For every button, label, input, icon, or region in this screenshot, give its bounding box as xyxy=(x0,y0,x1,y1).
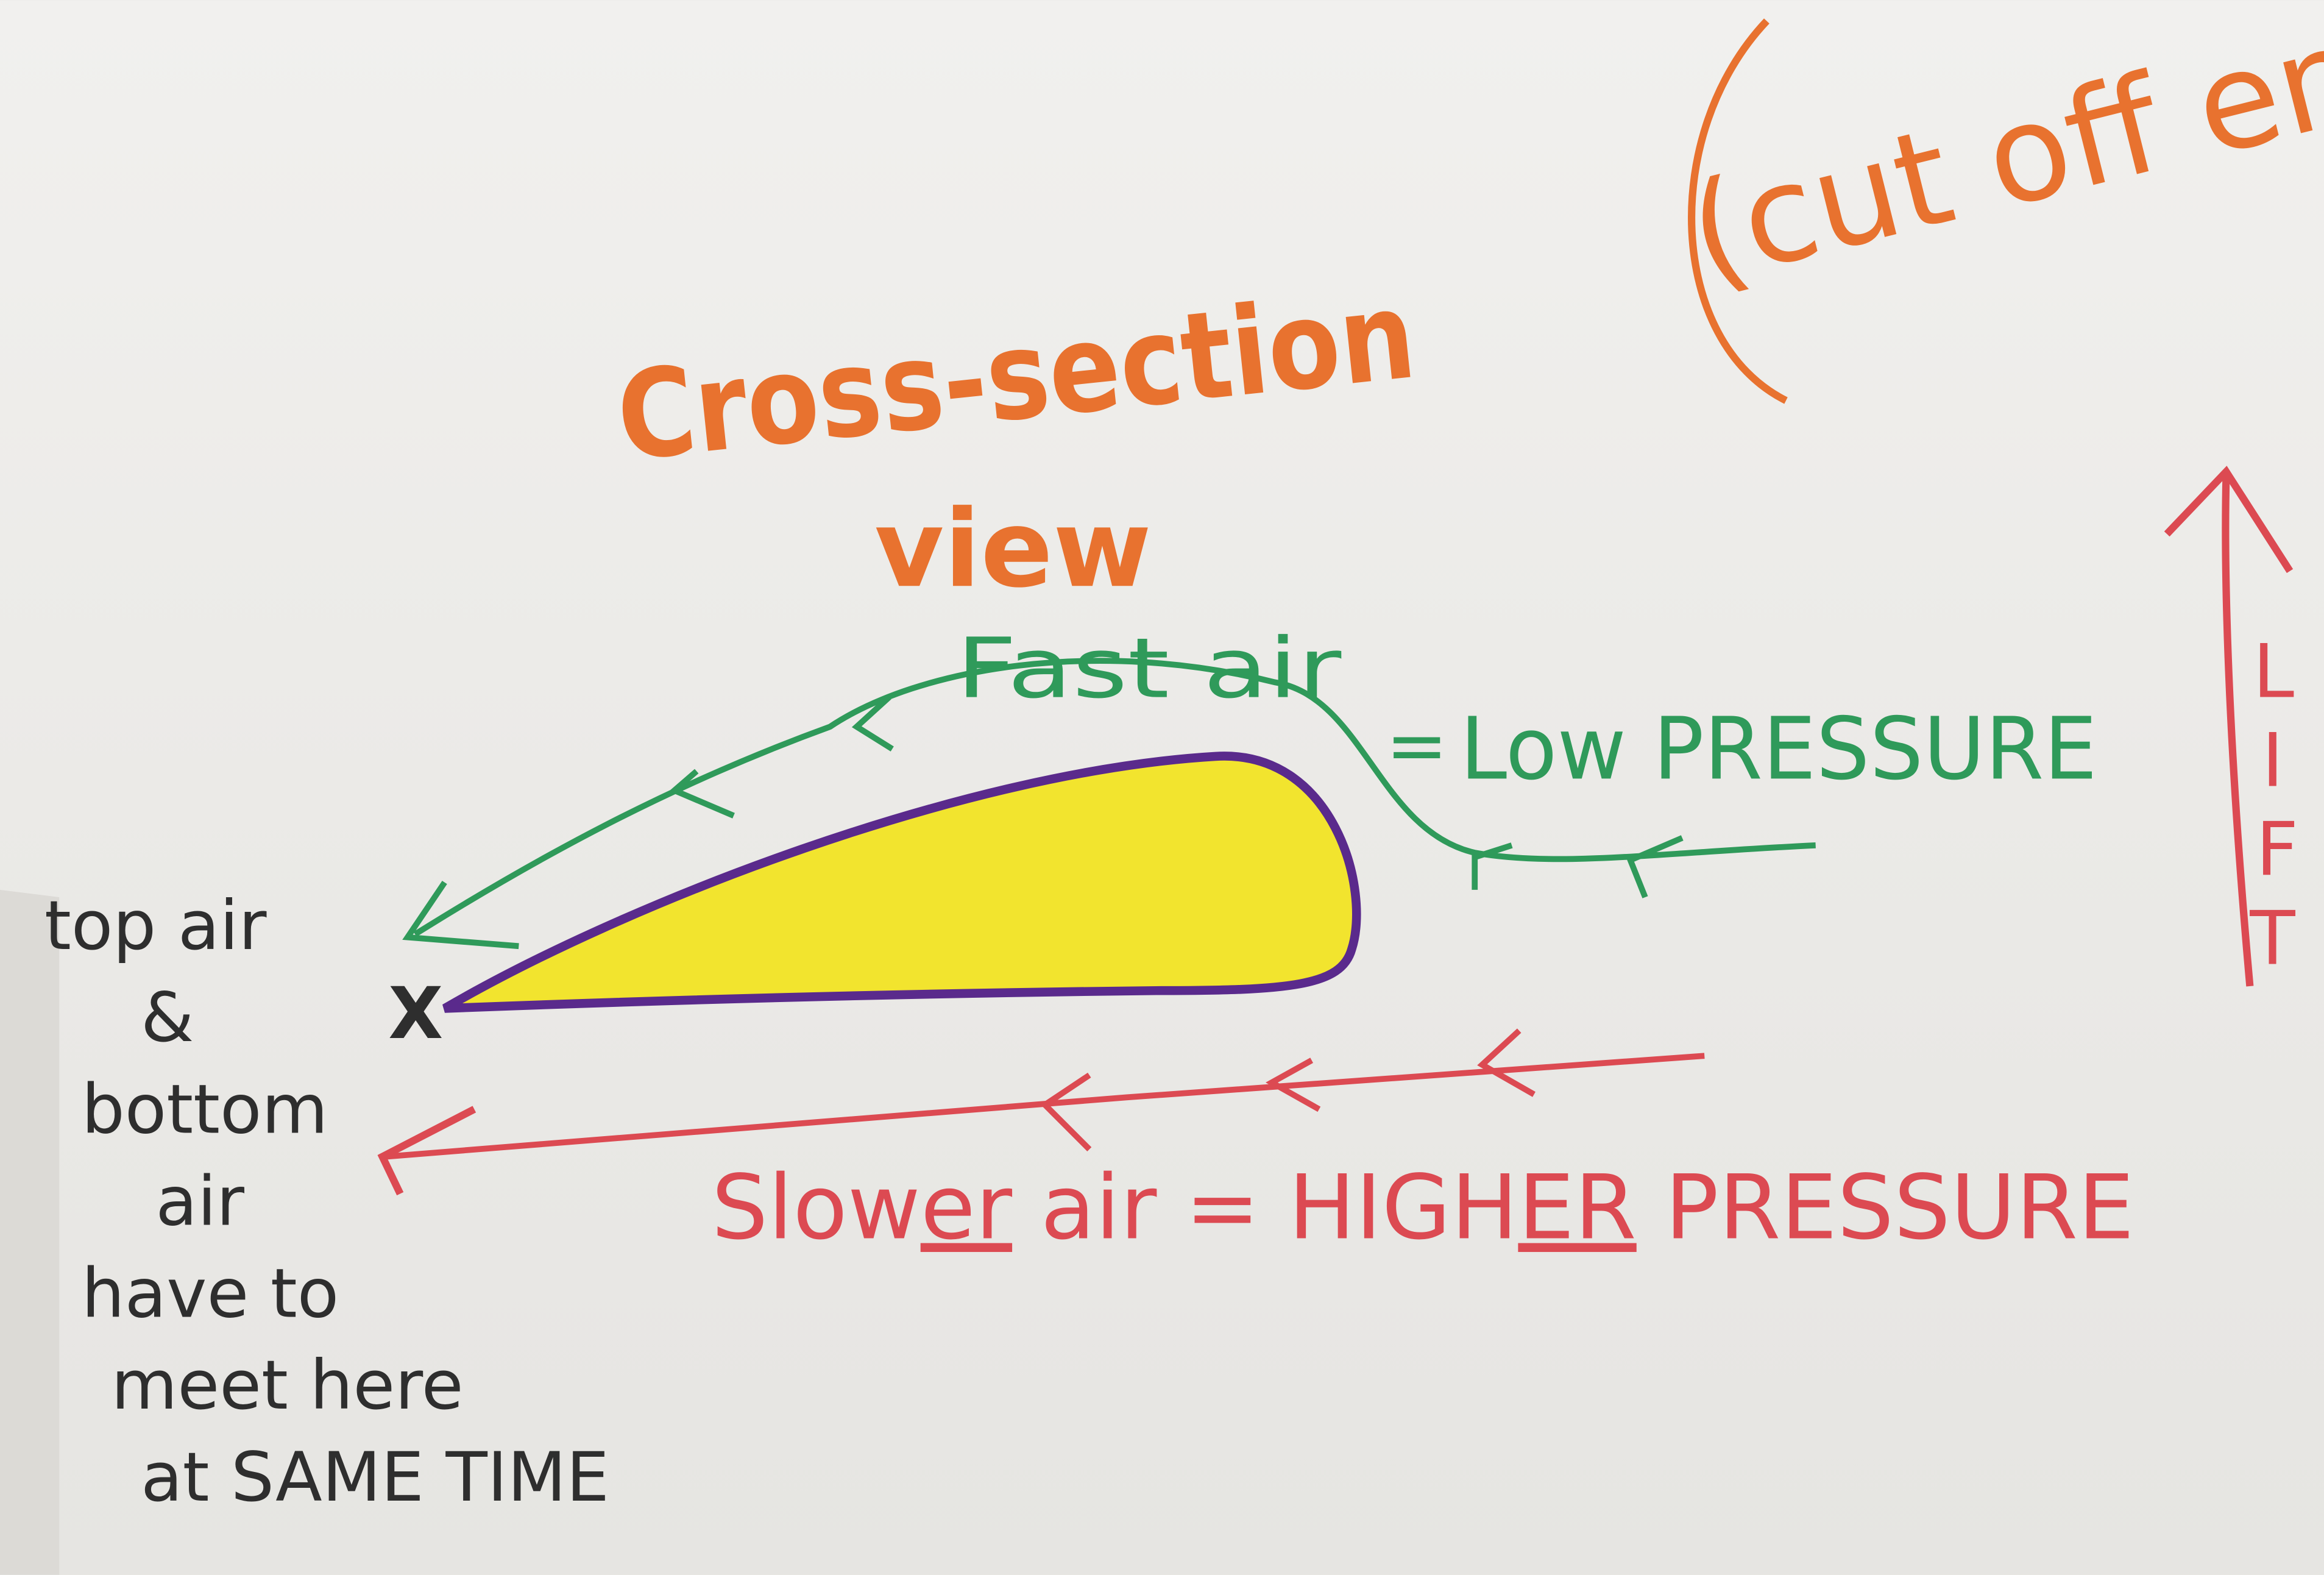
note-line-5: have to xyxy=(82,1254,339,1333)
lift-letter-f: F xyxy=(2256,806,2298,893)
low-pressure-label: Low PRESSURE xyxy=(1460,699,2097,799)
note-line-6: meet here xyxy=(111,1346,463,1425)
top-flow-tick-marks xyxy=(668,695,1684,898)
lift-letter-l: L xyxy=(2253,628,2294,715)
lift-label: L I F T xyxy=(2249,628,2298,982)
title-line-2: view xyxy=(874,487,1152,611)
fast-air-label: Fast air xyxy=(956,621,1341,717)
pressure-word: PRESSURE xyxy=(1665,1156,2134,1259)
higher-word-underlined: ER xyxy=(1518,1156,1636,1259)
slower-air-label: Slower air = HIGHER PRESSURE xyxy=(712,1156,2134,1259)
higher-word-main: HIGH xyxy=(1288,1156,1518,1259)
lift-arrow xyxy=(2164,466,2294,987)
meet-point-mark: X xyxy=(388,972,443,1055)
equals-sign-bottom: = xyxy=(1185,1156,1260,1259)
bottom-flow-tick-marks xyxy=(1040,1028,1536,1151)
bottom-airflow-arrow xyxy=(385,1053,1705,1160)
airfoil-wing xyxy=(442,752,1361,1013)
slower-word-main: Slow xyxy=(712,1156,921,1259)
paper-crease xyxy=(0,889,60,1575)
slower-word-underlined: er xyxy=(921,1156,1012,1259)
equals-sign-top: = xyxy=(1386,702,1448,789)
top-airflow-arrow xyxy=(413,658,1816,937)
note-line-3: bottom xyxy=(82,1070,328,1150)
note-line-1: top air xyxy=(44,886,267,965)
bottom-arrowhead xyxy=(377,1106,476,1196)
note-line-4: air xyxy=(155,1162,244,1242)
meeting-note: top air & bottom air have to meet here a… xyxy=(44,886,609,1517)
lift-letter-t: T xyxy=(2249,895,2295,981)
note-line-2: & xyxy=(141,978,194,1058)
note-line-7: at SAME TIME xyxy=(141,1438,609,1517)
top-arrowhead xyxy=(402,880,519,950)
lift-letter-i: I xyxy=(2262,717,2284,804)
air-word: air xyxy=(1041,1156,1157,1259)
open-paren-mark xyxy=(1688,18,1788,404)
